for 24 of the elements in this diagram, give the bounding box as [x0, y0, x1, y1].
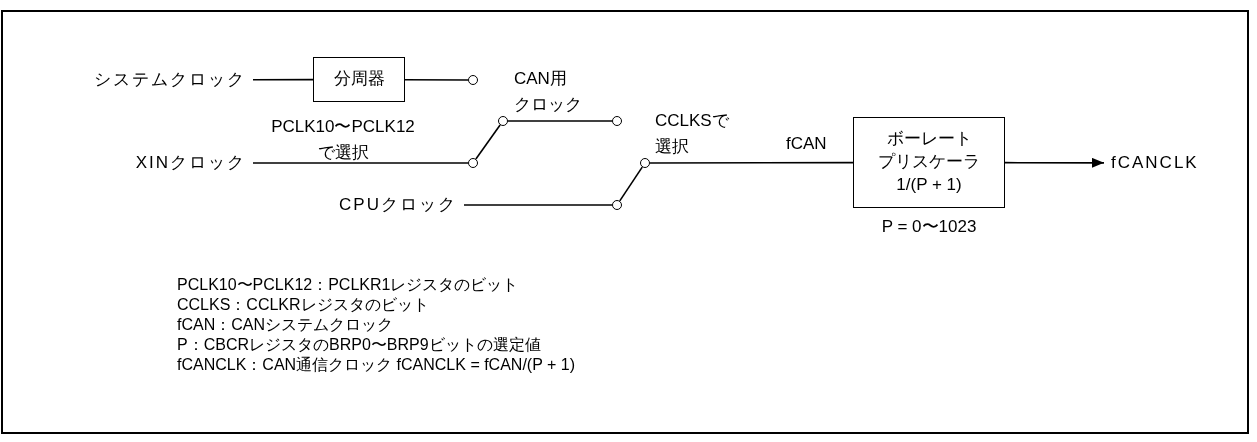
legend-note: CCLKS：CCLKRレジスタのビット [177, 295, 429, 315]
selection-note: CCLKSで選択 [655, 110, 730, 158]
selection-note: PCLK10〜PCLK12 で選択 [270, 116, 416, 164]
wire-line [404, 78, 469, 81]
wire-line [252, 162, 469, 164]
arrow [1004, 157, 1105, 168]
wire-line [507, 120, 613, 122]
block-box: ボーレート プリスケーラ 1/(P + 1) [853, 117, 1005, 208]
signal-label: XINクロック [100, 152, 246, 174]
signal-label: CPUクロック [300, 194, 457, 216]
signal-label: fCANCLK [1111, 152, 1221, 174]
range-note: P = 0〜1023 [880, 216, 978, 238]
signal-label: システムクロック [40, 69, 246, 91]
legend-note: fCAN：CANシステムクロック [177, 315, 393, 335]
wire-line [649, 161, 854, 164]
selection-note: CAN用クロック [514, 68, 583, 116]
legend-note: P：CBCRレジスタのBRP0〜BRP9ビットの選定値 [177, 335, 541, 355]
wire-line [618, 166, 644, 202]
wire-line [463, 204, 613, 206]
wire-line [252, 78, 314, 81]
legend-note: PCLK10〜PCLK12：PCLKR1レジスタのビット [177, 275, 519, 295]
block-box: 分周器 [313, 57, 405, 102]
legend-note: fCANCLK：CAN通信クロック fCANCLK = fCAN/(P + 1) [177, 355, 575, 375]
wire-line [475, 124, 501, 160]
